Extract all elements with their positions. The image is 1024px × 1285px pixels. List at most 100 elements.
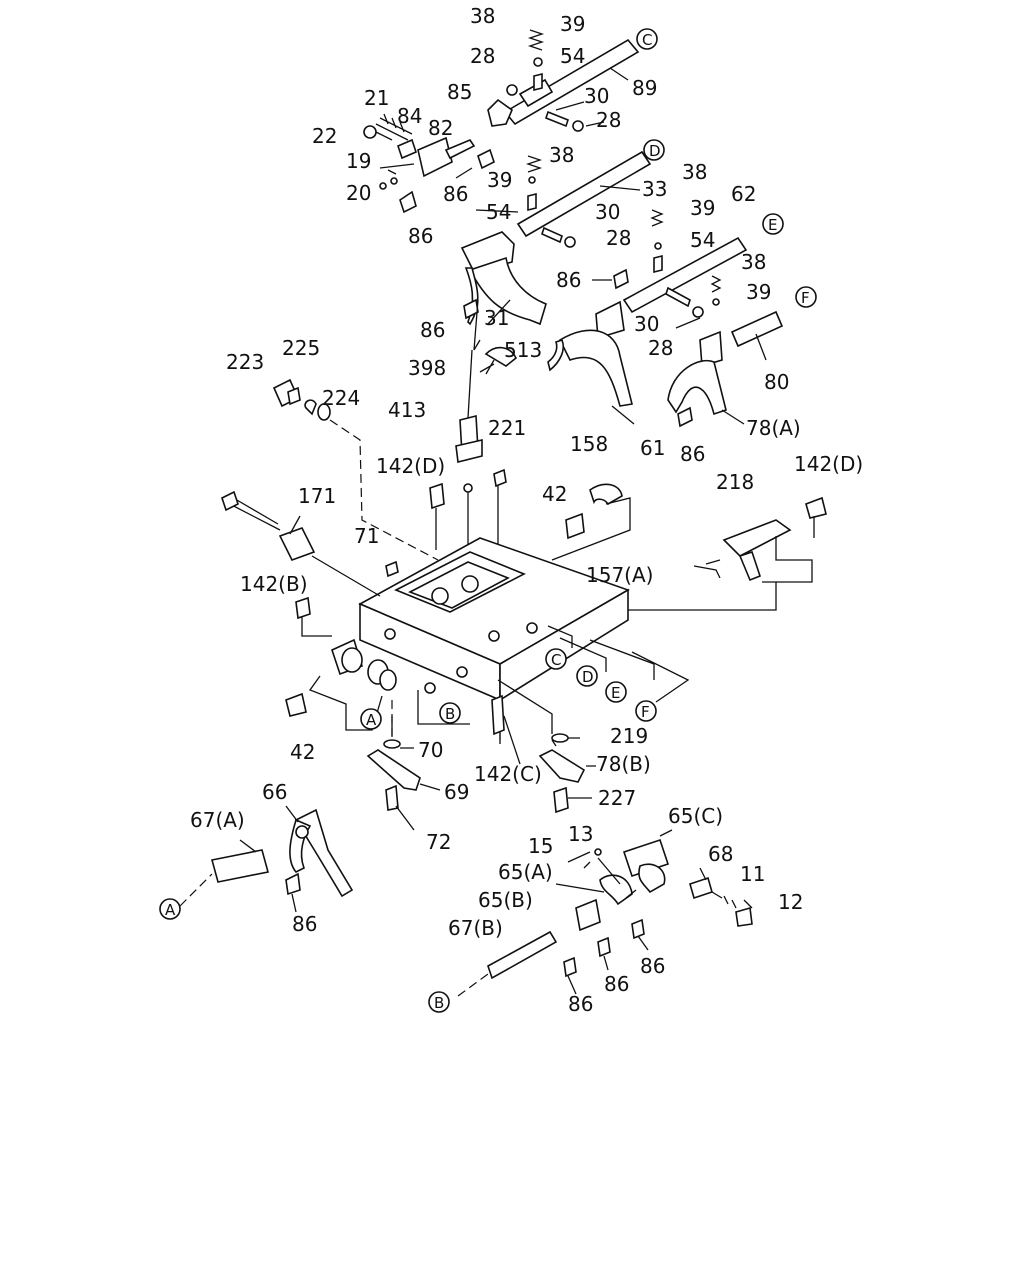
- callout-82: 82: [428, 116, 453, 140]
- callout-13: 13: [568, 822, 593, 846]
- callout-28: 28: [596, 108, 621, 132]
- callout-39: 39: [746, 280, 771, 304]
- callout-54: 54: [690, 228, 715, 252]
- circled-reference-letters: C D E F C D E F A B A B: [159, 28, 817, 1013]
- callout-11: 11: [740, 862, 765, 886]
- sensor-171: [221, 490, 381, 597]
- callout-225: 225: [282, 336, 320, 360]
- callout-86: 86: [292, 912, 317, 936]
- shift-rod-e-group: [547, 209, 748, 425]
- callout-398: 398: [408, 356, 446, 380]
- callout-84: 84: [397, 104, 422, 128]
- ref-letter-d: D: [649, 142, 661, 160]
- callout-86: 86: [556, 268, 581, 292]
- callout-171: 171: [298, 484, 336, 508]
- callout-80: 80: [764, 370, 789, 394]
- callout-30: 30: [584, 84, 609, 108]
- callout-66: 66: [262, 780, 287, 804]
- callout-158: 158: [570, 432, 608, 456]
- callout-39: 39: [487, 168, 512, 192]
- lower-levers: [366, 694, 596, 831]
- callout-22: 22: [312, 124, 337, 148]
- callout-70: 70: [418, 738, 443, 762]
- callout-142b: 142(B): [240, 572, 308, 596]
- callout-28: 28: [470, 44, 495, 68]
- callout-219: 219: [610, 724, 648, 748]
- callout-54: 54: [560, 44, 585, 68]
- callout-86: 86: [443, 182, 468, 206]
- callout-28: 28: [648, 336, 673, 360]
- callout-39: 39: [560, 12, 585, 36]
- callout-65b: 65(B): [478, 888, 533, 912]
- upper-accessory-parts: [272, 299, 631, 601]
- callout-86: 86: [420, 318, 445, 342]
- callout-labels: 38 39 28 54 89 85 30 28 21 84 82 22 19 2…: [190, 4, 863, 1016]
- callout-142c: 142(C): [474, 762, 542, 786]
- ref-letter-a: A: [366, 711, 377, 729]
- callout-72: 72: [426, 830, 451, 854]
- callout-39: 39: [690, 196, 715, 220]
- callout-42: 42: [290, 740, 315, 764]
- callout-85: 85: [447, 80, 472, 104]
- ref-letter-a: A: [165, 901, 176, 919]
- callout-19: 19: [346, 149, 371, 173]
- ref-letter-b: B: [434, 994, 444, 1012]
- callout-38: 38: [682, 160, 707, 184]
- callout-42: 42: [542, 482, 567, 506]
- callout-28: 28: [606, 226, 631, 250]
- callout-513: 513: [504, 338, 542, 362]
- callout-33: 33: [642, 177, 667, 201]
- callout-86: 86: [604, 972, 629, 996]
- callout-30: 30: [634, 312, 659, 336]
- callout-30: 30: [595, 200, 620, 224]
- shift-rod-c-group: [363, 29, 640, 214]
- callout-67a: 67(A): [190, 808, 245, 832]
- callout-142d: 142(D): [794, 452, 863, 476]
- callout-86: 86: [408, 224, 433, 248]
- callout-15: 15: [528, 834, 553, 858]
- bracket-218: [548, 496, 827, 611]
- fork-66-group: [179, 805, 354, 913]
- callout-86: 86: [680, 442, 705, 466]
- callout-67b: 67(B): [448, 916, 503, 940]
- callout-38: 38: [741, 250, 766, 274]
- callout-54: 54: [486, 200, 511, 224]
- shift-rod-f-group: [667, 310, 784, 428]
- callout-38: 38: [549, 143, 574, 167]
- shift-lever-group: [457, 829, 753, 997]
- ref-letter-e: E: [611, 684, 620, 702]
- ref-letter-e: E: [768, 216, 777, 234]
- callout-20: 20: [346, 181, 371, 205]
- ref-letter-f: F: [641, 703, 650, 721]
- callout-78a: 78(A): [746, 416, 801, 440]
- callout-224: 224: [322, 386, 360, 410]
- callout-69: 69: [444, 780, 469, 804]
- ref-letter-c: C: [551, 651, 561, 669]
- callout-62: 62: [731, 182, 756, 206]
- callout-157a: 157(A): [586, 563, 653, 587]
- callout-78b: 78(B): [596, 752, 651, 776]
- callout-223: 223: [226, 350, 264, 374]
- callout-221: 221: [488, 416, 526, 440]
- callout-218: 218: [716, 470, 754, 494]
- callout-86: 86: [568, 992, 593, 1016]
- callout-31: 31: [484, 306, 509, 330]
- ref-letter-d: D: [582, 668, 594, 686]
- callout-38: 38: [470, 4, 495, 28]
- callout-61: 61: [640, 436, 665, 460]
- callout-89: 89: [632, 76, 657, 100]
- shift-rod-d-group: [460, 150, 652, 326]
- callout-227: 227: [598, 786, 636, 810]
- callout-68: 68: [708, 842, 733, 866]
- callout-142d: 142(D): [376, 454, 445, 478]
- callout-65a: 65(A): [498, 860, 553, 884]
- gearshift-cover-housing: [285, 537, 630, 717]
- callout-86: 86: [640, 954, 665, 978]
- ref-letter-f: F: [801, 289, 810, 307]
- ref-letter-b: B: [445, 705, 455, 723]
- ref-letter-c: C: [642, 31, 652, 49]
- callout-65c: 65(C): [668, 804, 723, 828]
- callout-413: 413: [388, 398, 426, 422]
- callout-21: 21: [364, 86, 389, 110]
